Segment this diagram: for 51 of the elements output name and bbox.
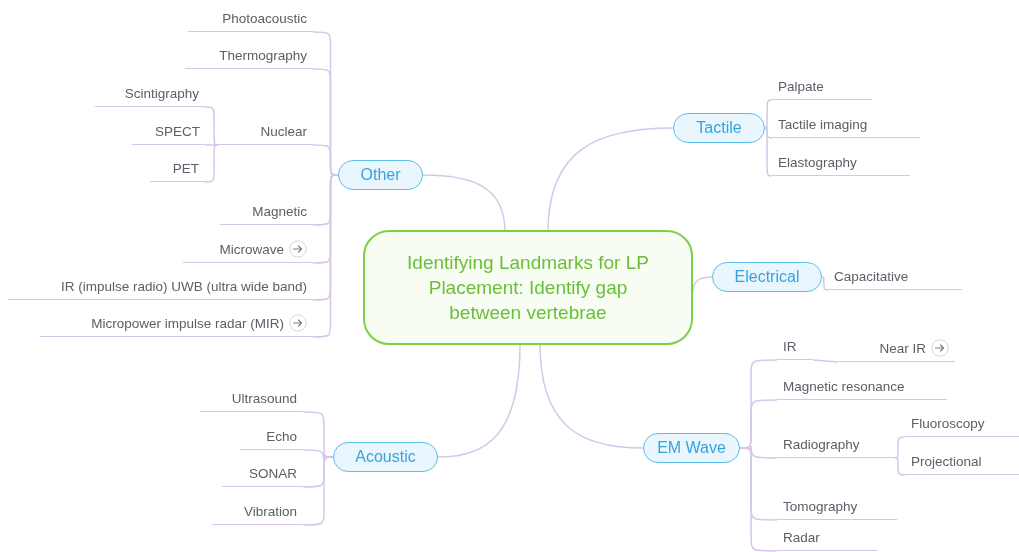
branch-line	[821, 276, 829, 291]
branch-line	[422, 174, 506, 233]
branch-line	[894, 436, 906, 459]
branch-line	[539, 343, 644, 449]
topic-text: Radiography	[783, 437, 860, 453]
category-pill: EM Wave	[643, 433, 740, 463]
topic-text: Fluoroscopy	[911, 416, 985, 432]
branch-line	[204, 144, 219, 183]
topic-text: IR (impulse radio) UWB (ultra wide band)	[60, 279, 307, 295]
topic-text: SPECT	[155, 124, 200, 140]
category-pill: Acoustic	[333, 442, 438, 472]
branch-line	[764, 99, 773, 129]
topic-text: Microwave	[219, 242, 284, 258]
branch-line	[739, 447, 778, 552]
topic-text: Elastography	[778, 155, 857, 171]
topic-text: Tactile imaging	[778, 117, 868, 133]
topic-text: Echo	[266, 429, 297, 445]
topic-text: Capacitative	[834, 269, 909, 285]
topic-text: Nuclear	[260, 124, 307, 140]
topic-text: SONAR	[249, 466, 297, 482]
branch-line	[204, 106, 219, 146]
topic-text: Micropower impulse radar (MIR)	[91, 316, 284, 332]
topic-text: Near IR	[879, 341, 926, 357]
category-pill: Tactile	[673, 113, 765, 143]
topic-text: IR	[783, 339, 797, 355]
topic-text: Photoacoustic	[222, 11, 307, 27]
topic-text: Tomography	[783, 499, 858, 515]
category-pill: Other	[338, 160, 423, 190]
central-topic-box: Identifying Landmarks for LP Placement: Identify gap between vertebrae	[363, 230, 693, 345]
topic-text: Magnetic	[252, 204, 307, 220]
branch-topic	[40, 311, 313, 337]
topic-text: Ultrasound	[231, 391, 297, 407]
branch-line	[764, 125, 773, 139]
topic-text: Vibration	[243, 504, 297, 520]
category-pill: Electrical	[712, 262, 822, 292]
topic-text: Projectional	[911, 454, 982, 470]
branch-line	[547, 127, 674, 233]
branch-line	[312, 174, 339, 338]
topic-text: Scintigraphy	[124, 86, 199, 102]
branch-line	[437, 343, 521, 458]
branch-line	[812, 359, 839, 363]
branch-topic	[183, 237, 313, 263]
topic-text: Palpate	[778, 79, 824, 95]
branch-topic	[838, 336, 955, 362]
branch-line	[205, 144, 219, 146]
topic-text: Thermography	[219, 48, 307, 64]
branch-line	[764, 127, 773, 177]
branch-line	[894, 457, 906, 476]
topic-text: Magnetic resonance	[783, 379, 905, 395]
topic-text: Radar	[783, 530, 820, 546]
topic-text: PET	[172, 161, 199, 177]
